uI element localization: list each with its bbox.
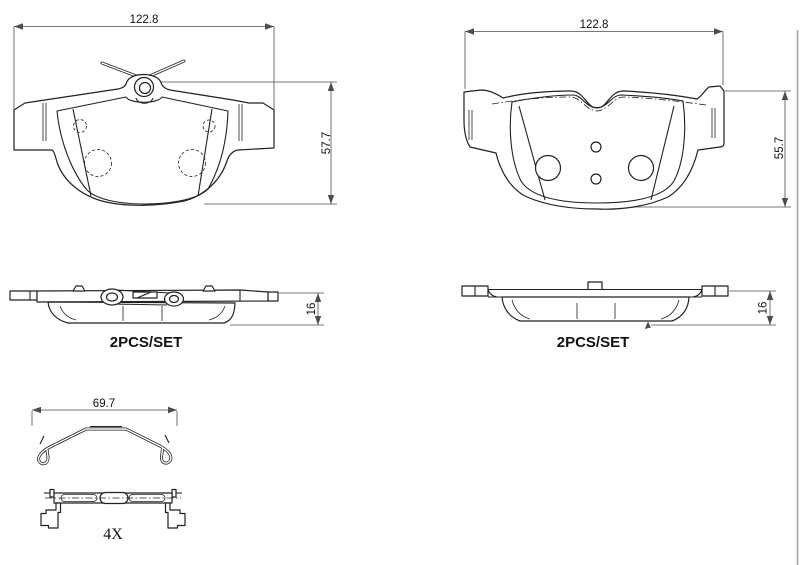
spring-seat-arc xyxy=(135,97,154,104)
hole-circle xyxy=(627,154,655,182)
clip-width-dimension-label: 69.7 xyxy=(93,398,115,410)
hole-circle xyxy=(534,154,562,182)
clip-leg-left xyxy=(40,502,62,529)
height-dimension-label: 55.7 xyxy=(774,137,786,159)
chamfer-line xyxy=(197,108,213,197)
hidden-hole-circle xyxy=(178,149,206,177)
retainer-clip-view: 4X xyxy=(40,488,186,543)
guide-bump xyxy=(72,285,86,292)
width-dimension-label: 122.8 xyxy=(580,19,609,31)
set-caption: 2PCS/SET xyxy=(557,334,630,351)
wire-tip xyxy=(164,434,170,444)
spring-clip-wire xyxy=(37,427,173,466)
friction-block xyxy=(501,296,690,322)
thickness-dimension-label: 16 xyxy=(758,302,770,315)
friction-surface-outline xyxy=(509,94,686,204)
spring-clip-view: 69.7 xyxy=(31,398,178,466)
mount-tab xyxy=(267,291,279,302)
spring-clip-wire-core xyxy=(37,428,172,465)
thickness-dimension-label: 16 xyxy=(306,303,318,316)
pad-back-view: 122.8 57.7 xyxy=(13,14,337,206)
fillet-arc xyxy=(660,299,680,320)
fillet-arc xyxy=(208,305,226,321)
chamfer-line xyxy=(518,105,546,201)
hole-circle-small xyxy=(590,173,602,185)
surface-leader-arrow xyxy=(644,321,651,329)
pad-profile-left-view: 16 2PCS/SET xyxy=(9,285,324,351)
guide-tab xyxy=(587,281,603,289)
clip-plate-hatch xyxy=(136,291,152,299)
guide-bump xyxy=(202,285,216,292)
chamfer-line xyxy=(650,105,675,201)
hidden-hole-circle xyxy=(84,149,112,177)
chamfer-line xyxy=(72,108,92,197)
fillet-arc xyxy=(511,299,531,320)
friction-block xyxy=(47,301,236,324)
pad-profile-right-view: 16 2PCS/SET xyxy=(461,281,776,351)
clip-loop-inner xyxy=(105,292,119,302)
wire-tip xyxy=(39,435,45,445)
plate-end-fillet xyxy=(692,289,703,298)
quantity-label: 4X xyxy=(103,526,123,543)
width-dimension-label: 122.8 xyxy=(130,14,159,26)
hole-circle-small xyxy=(590,141,602,153)
friction-material-outline xyxy=(56,96,229,205)
mount-tab xyxy=(9,290,38,301)
hidden-hole-circle xyxy=(202,119,216,133)
pad-friction-view: 122.8 55.7 xyxy=(463,19,791,210)
set-caption: 2PCS/SET xyxy=(110,334,183,351)
height-dimension-label: 57.7 xyxy=(321,132,333,154)
clip-loop-inner xyxy=(168,294,180,304)
spring-coil-inner xyxy=(138,81,152,95)
plate-end-fillet xyxy=(487,289,498,298)
clip-leg-right xyxy=(164,502,186,529)
hidden-edge-line xyxy=(491,96,707,112)
hidden-hole-circle xyxy=(73,119,87,133)
clip-wire-line xyxy=(112,303,168,306)
fillet-arc xyxy=(59,305,77,321)
